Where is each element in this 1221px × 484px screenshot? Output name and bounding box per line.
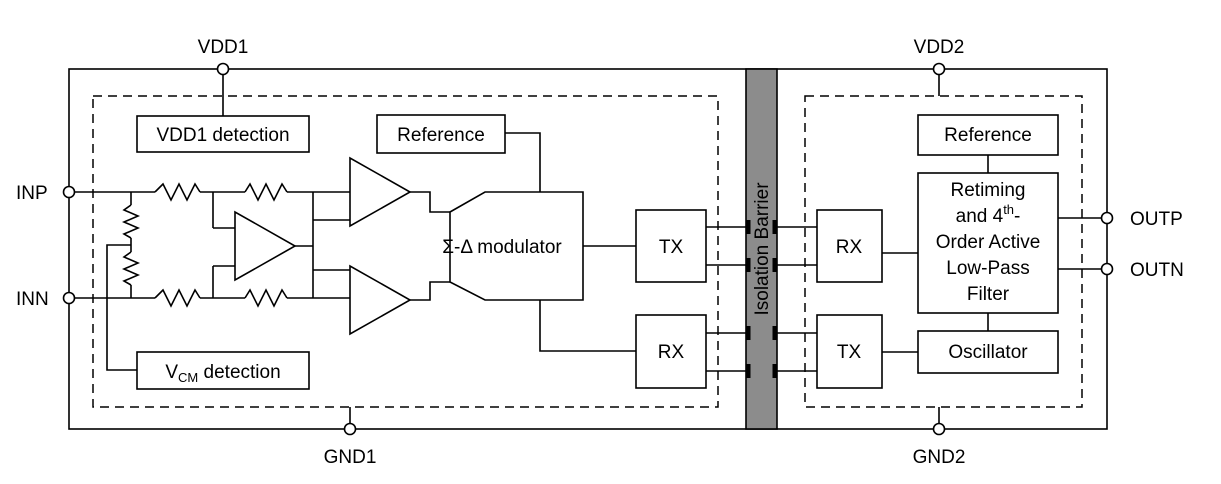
package-outline bbox=[68, 68, 1108, 430]
vdd1-detection-label: VDD1 detection bbox=[156, 125, 289, 146]
rx-block-left bbox=[635, 314, 707, 389]
filter-label-line4: Low-Pass bbox=[946, 258, 1029, 279]
inn-pin bbox=[62, 291, 76, 305]
retiming-filter-block bbox=[917, 172, 1059, 314]
amplifier-top bbox=[349, 156, 412, 228]
secondary-side-boundary bbox=[804, 95, 1083, 408]
sigma-delta-modulator-label: Σ-Δ modulator bbox=[442, 237, 562, 258]
inp-pin bbox=[62, 185, 76, 199]
oscillator-label: Oscillator bbox=[948, 342, 1028, 363]
primary-side-boundary bbox=[92, 95, 719, 408]
outn-pin bbox=[1100, 262, 1114, 276]
vdd2-pin bbox=[932, 62, 946, 76]
outp-pin bbox=[1100, 211, 1114, 225]
tx-label-left: TX bbox=[659, 237, 684, 258]
tx-label-right: TX bbox=[837, 342, 862, 363]
filter-label-line5: Filter bbox=[967, 284, 1010, 305]
tx-block-left bbox=[635, 209, 707, 283]
sigma-delta-modulator-block bbox=[449, 191, 584, 301]
gnd2-pin bbox=[932, 422, 946, 436]
reference-block-left bbox=[376, 114, 506, 154]
barrier-capacitors bbox=[745, 220, 778, 378]
reference-label-right: Reference bbox=[944, 125, 1032, 146]
amplifier-middle bbox=[234, 210, 297, 282]
vdd1-pin bbox=[216, 62, 230, 76]
rx-block-right bbox=[816, 209, 883, 283]
vdd1-detection-block bbox=[136, 115, 310, 153]
tx-block-right bbox=[816, 314, 883, 389]
vdd2-label: VDD2 bbox=[914, 37, 965, 58]
isolation-barrier bbox=[745, 68, 778, 430]
filter-label-line1: Retiming bbox=[951, 180, 1026, 201]
outp-label: OUTP bbox=[1130, 209, 1183, 230]
vdd1-label: VDD1 bbox=[198, 37, 249, 58]
gnd2-label: GND2 bbox=[913, 447, 966, 468]
rx-label-left: RX bbox=[658, 342, 685, 363]
inn-label: INN bbox=[16, 289, 49, 310]
gnd1-pin bbox=[343, 422, 357, 436]
gnd1-label: GND1 bbox=[324, 447, 377, 468]
outn-label: OUTN bbox=[1130, 260, 1184, 281]
filter-label-line3: Order Active bbox=[936, 232, 1041, 253]
amplifier-bottom bbox=[349, 264, 412, 336]
reference-block-right bbox=[917, 114, 1059, 156]
inp-label: INP bbox=[16, 183, 48, 204]
reference-label-left: Reference bbox=[397, 125, 485, 146]
rx-label-right: RX bbox=[836, 237, 863, 258]
filter-label-line2: and 4th- bbox=[956, 202, 1021, 227]
oscillator-block bbox=[917, 330, 1059, 374]
vcm-detection-label: VCM detection bbox=[165, 362, 280, 385]
vcm-detection-block bbox=[136, 351, 310, 390]
isolation-barrier-label: Isolation Barrier bbox=[752, 182, 773, 316]
